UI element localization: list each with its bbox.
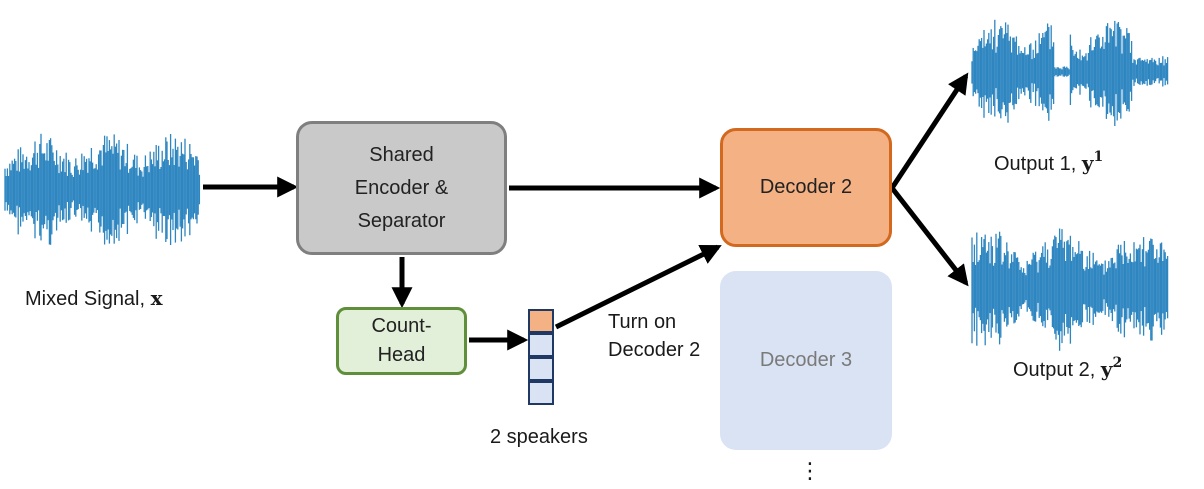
speaker-vector-cell [528,357,554,381]
output-1-waveform [971,19,1169,126]
turn-on-line-2: Decoder 2 [608,339,701,361]
decoder-2-block: Decoder 2 [720,128,892,247]
speaker-vector-cell [528,381,554,405]
mixed-signal-text: Mixed Signal, [25,288,151,310]
speaker-count-caption: 2 speakers [490,426,588,448]
turn-on-line-1: Turn on [608,311,677,333]
mixed-signal-label: Mixed Signal, x [25,285,163,312]
shared-encoder-separator-block: Shared Encoder & Separator [296,121,507,255]
output-2-text: Output 2, [1013,359,1101,381]
output-2-symbol: y [1100,357,1113,381]
output-2-label: Output 2, y2 [1013,356,1122,383]
more-decoders-ellipsis: ⋮ [799,458,821,483]
decoder-2-label: Decoder 2 [759,176,853,198]
output-2-superscript: 2 [1112,355,1123,371]
turn-on-annotation: Turn on Decoder 2 [608,308,700,364]
counthead-line-1: Count- [371,315,432,337]
arrow-vector-to-decoder2 [554,244,722,330]
speaker-vector-cell [528,333,554,357]
output-1-label: Output 1, y1 [994,150,1103,177]
output-2-waveform [971,228,1169,351]
output-1-superscript: 1 [1093,149,1104,165]
arrow-decoder2-to-output2 [890,186,969,287]
speaker-vector-cell-active [528,309,554,333]
count-head-block: Count- Head [336,307,467,375]
mixed-signal-symbol: x [150,286,163,310]
encoder-line-2: Encoder & [354,176,449,199]
output-1-symbol: y [1081,151,1094,175]
decoder-3-block: Decoder 3 [720,271,892,450]
decoder-3-label: Decoder 3 [759,349,853,371]
mixed-signal-waveform [4,133,201,245]
encoder-line-1: Shared [369,143,434,166]
encoder-line-3: Separator [357,209,446,232]
counthead-line-2: Head [377,344,426,366]
arrow-decoder2-to-output1 [889,72,969,190]
output-1-text: Output 1, [994,153,1082,175]
